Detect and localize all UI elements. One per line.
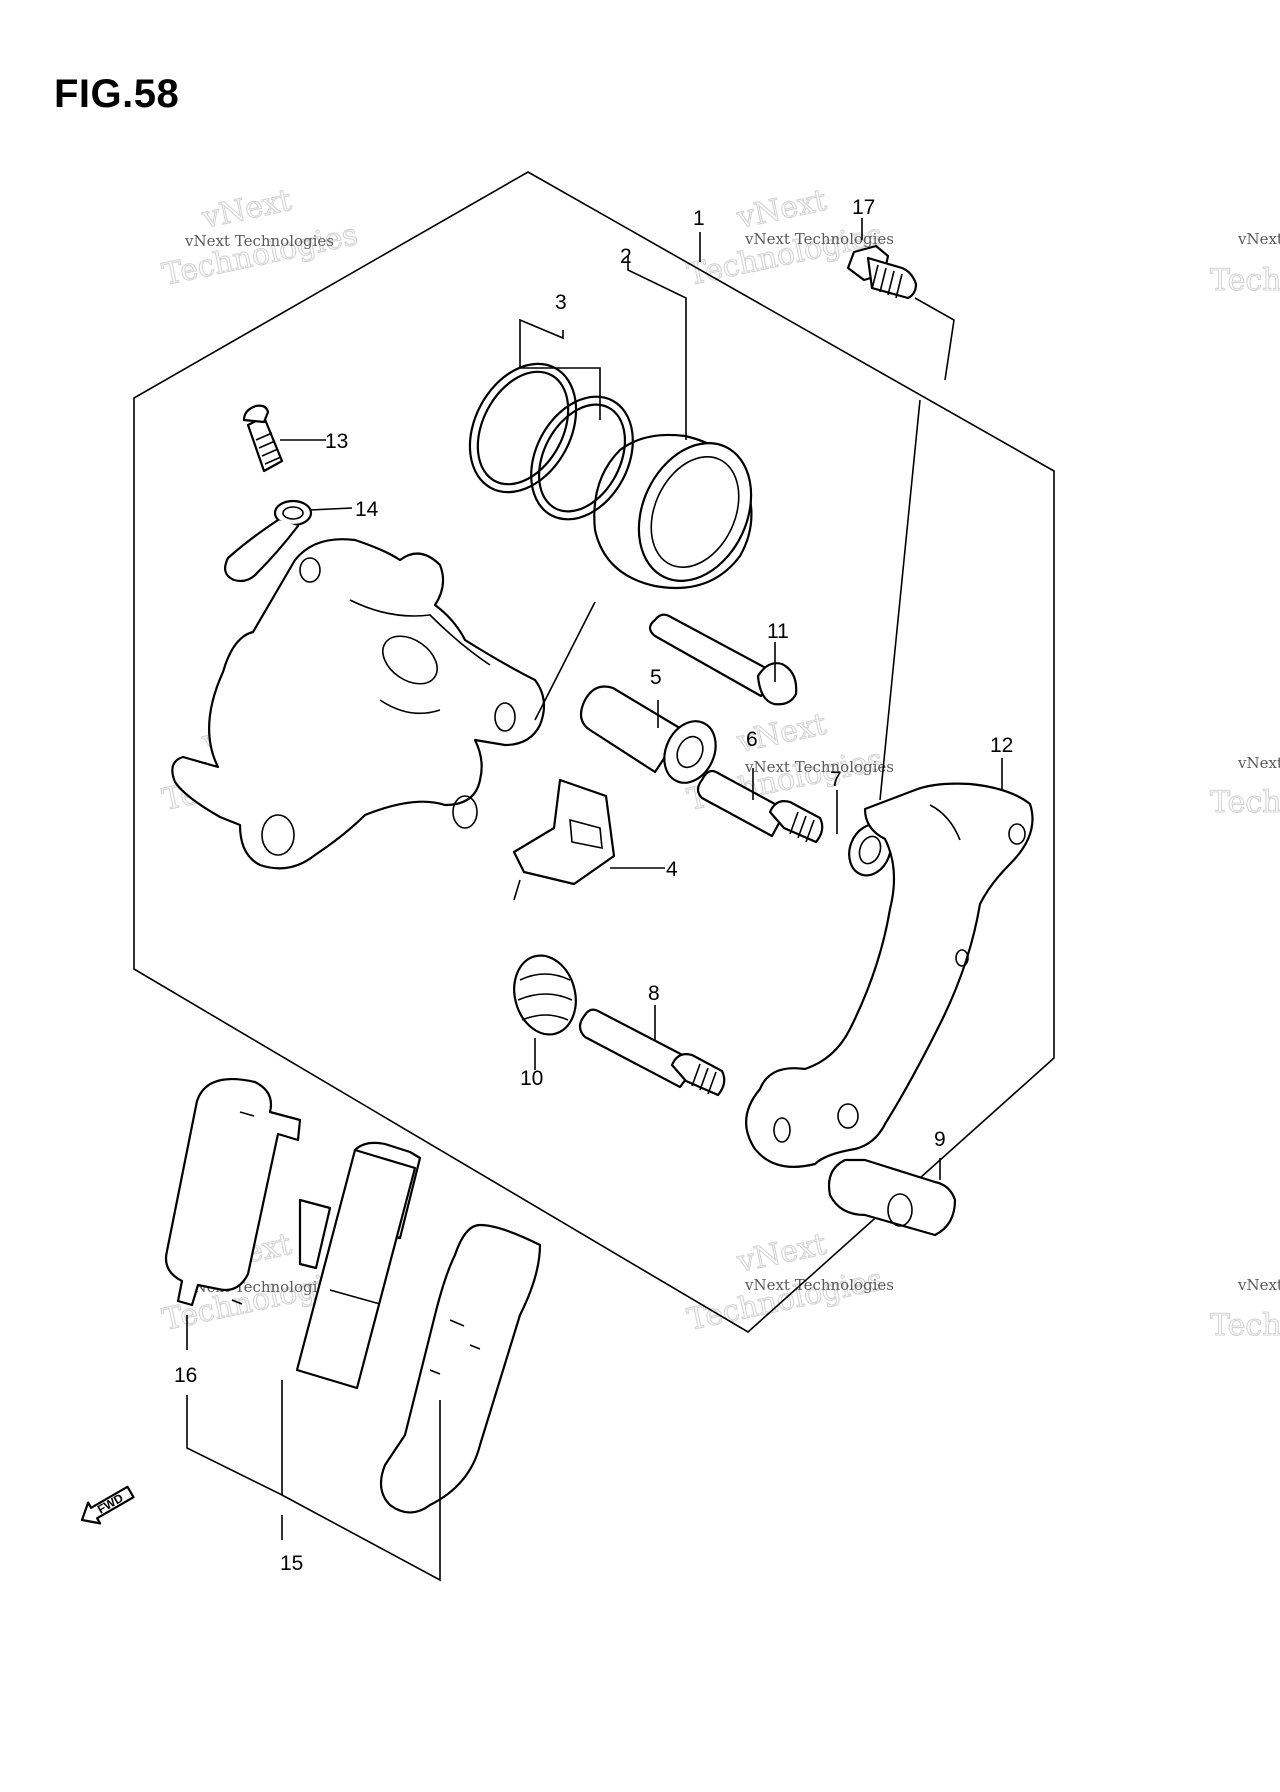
- svg-text:vNext Technologies: vNext Technologies: [184, 232, 334, 250]
- svg-text:vNext: vNext: [198, 183, 294, 236]
- bolt-17: [846, 244, 918, 300]
- svg-text:vNext Technologies: vNext Technologies: [1237, 1276, 1280, 1294]
- pin-8: [578, 1008, 726, 1097]
- callout-5: 5: [650, 666, 662, 689]
- sleeve-5: [579, 685, 717, 784]
- svg-text:vNext: vNext: [733, 183, 829, 236]
- callout-3: 3: [555, 291, 567, 314]
- svg-text:vNext Technologies: vNext Technologies: [1237, 230, 1280, 248]
- watermark: vNext Technologies vNext Technologies: [684, 1226, 894, 1338]
- callout-8: 8: [648, 982, 660, 1005]
- callout-4: 4: [666, 858, 678, 881]
- caliper-body: [171, 538, 596, 870]
- svg-text:Technologies: Technologies: [1210, 1308, 1280, 1343]
- watermark: vNext Technologies vNext Technologies: [159, 182, 362, 293]
- pad-spring-4: [512, 778, 616, 901]
- callout-10: 10: [520, 1067, 543, 1090]
- callout-7: 7: [830, 768, 842, 791]
- svg-text:Technologies: Technologies: [1210, 263, 1280, 298]
- svg-text:vNext Technologies: vNext Technologies: [744, 230, 894, 248]
- svg-text:Technologies: Technologies: [1210, 785, 1280, 820]
- bleeder-cap-14: [223, 499, 313, 583]
- svg-text:Technologies: Technologies: [684, 1262, 885, 1338]
- assembly-frame: [133, 171, 1055, 1333]
- callout-12: 12: [990, 734, 1013, 757]
- callout-9: 9: [934, 1128, 946, 1151]
- callout-13: 13: [325, 430, 348, 453]
- figure-title: FIG.58: [54, 72, 180, 116]
- watermark-edge: vNext Technologies Technologies vNext Te…: [1209, 230, 1280, 1344]
- callout-17: 17: [852, 196, 875, 219]
- shim-16: [164, 1078, 302, 1307]
- callout-1: 1: [693, 207, 705, 230]
- callout-16: 16: [174, 1364, 197, 1387]
- pin-11: [648, 613, 798, 706]
- brake-pads-15: [295, 1141, 542, 1514]
- svg-text:Technologies: Technologies: [159, 217, 360, 293]
- piston-2: [593, 433, 753, 590]
- fwd-arrow-icon: FWD: [80, 1485, 135, 1525]
- callout-14: 14: [355, 498, 379, 521]
- bracket-12: [745, 782, 1034, 1168]
- pin-6: [696, 769, 824, 844]
- sleeve-9: [827, 1158, 957, 1237]
- callout-11: 11: [767, 620, 789, 643]
- callout-6: 6: [746, 728, 758, 751]
- boot-10: [513, 954, 577, 1036]
- callout-2: 2: [620, 245, 632, 268]
- svg-text:vNext Technologies: vNext Technologies: [744, 758, 894, 776]
- svg-text:vNext Technologies: vNext Technologies: [744, 1276, 894, 1294]
- callout-labels: 1 2 3 4 5 6 7 8 9 10 11 12 13 14 15 16 1…: [174, 196, 1013, 1575]
- svg-text:vNext Technologies: vNext Technologies: [1237, 754, 1280, 772]
- leader-lines: [186, 218, 1003, 1582]
- callout-15: 15: [280, 1552, 303, 1575]
- bleeder-screw-13: [242, 404, 284, 473]
